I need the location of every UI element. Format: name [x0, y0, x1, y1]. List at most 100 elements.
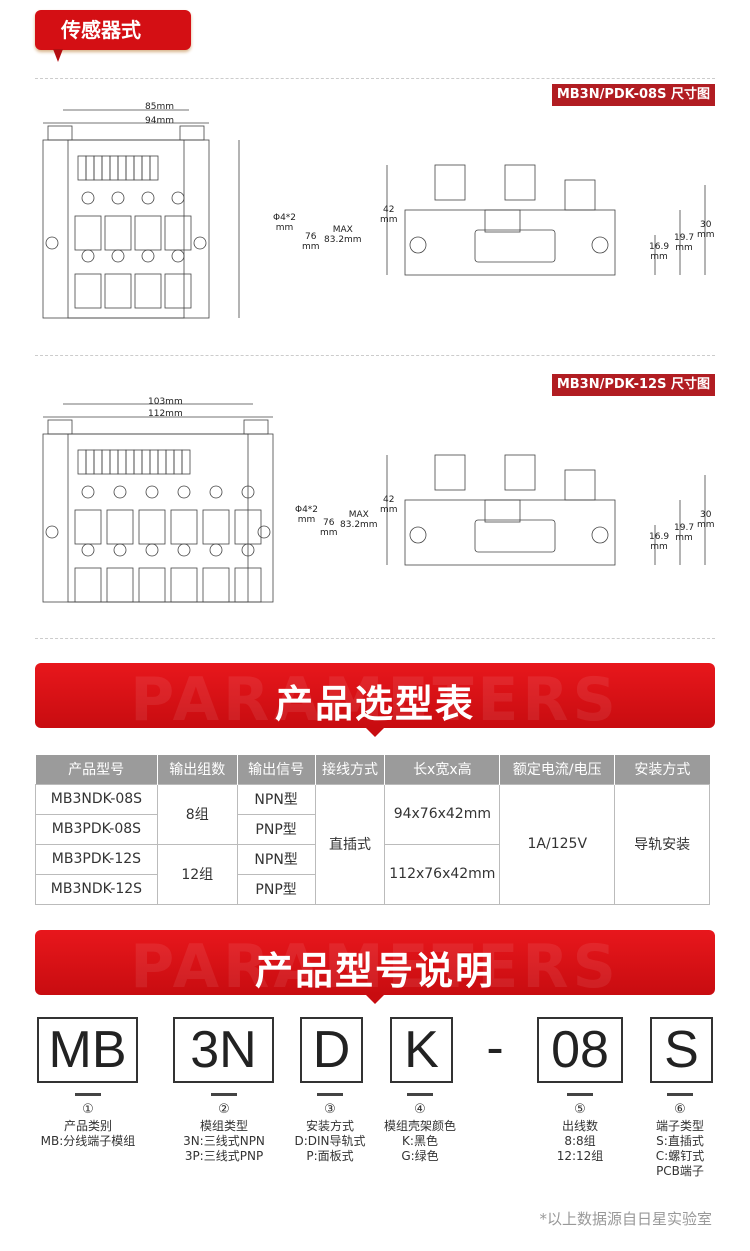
module-body [67, 139, 185, 319]
terminal-pin [125, 155, 135, 181]
code-part-mb: MB [37, 1017, 138, 1083]
front-view-drawing [42, 403, 274, 603]
legend-bar [317, 1093, 343, 1096]
terminal-pin [165, 449, 175, 475]
indicator-led [171, 249, 185, 263]
sensor-socket [74, 509, 102, 545]
unit-label: mm [697, 230, 715, 240]
side-h197-value: 19.7 [674, 523, 695, 533]
terminal-pin [101, 449, 111, 475]
sensor-socket [74, 273, 102, 309]
legend-number: ③ [324, 1102, 336, 1117]
sensor-socket [134, 273, 162, 309]
sensor-socket [104, 215, 132, 251]
side-height-value: 42 [383, 495, 395, 505]
legend-bar [75, 1093, 101, 1096]
unit-label: mm [675, 243, 693, 253]
indicator-led [81, 191, 95, 205]
mount-hole [45, 236, 59, 250]
terminal-pin [141, 449, 151, 475]
legend-line: PCB端子 [656, 1164, 704, 1178]
size-cell: 94x76x42mm [384, 783, 501, 845]
side-view-drawing [386, 454, 706, 566]
sensor-socket [138, 509, 166, 545]
sensor-socket [202, 567, 230, 603]
legend-line: S:直插式 [656, 1134, 704, 1148]
hole-value: Φ4*2 [273, 213, 297, 223]
model-cell: MB3PDK-08S [35, 813, 158, 845]
model-cell: MB3PDK-12S [35, 843, 158, 875]
signal-cell: PNP型 [236, 873, 316, 905]
terminal-pin [125, 449, 135, 475]
height-unit: mm [320, 528, 338, 538]
signal-cell: PNP型 [236, 813, 316, 845]
max-label: MAX [348, 510, 369, 520]
header-cell: 额定电流/电压 [499, 755, 616, 784]
side-boss [484, 209, 521, 233]
mount-hole [45, 525, 59, 539]
legend-bar [667, 1093, 693, 1096]
legend-line: G:绿色 [401, 1149, 439, 1163]
side-h169-value: 16.9 [649, 532, 670, 542]
rating-cell: 1A/125V [499, 783, 616, 905]
table-row: MB3PDK-08S PNP型 [35, 813, 710, 845]
terminal-pin [85, 155, 95, 181]
indicator-led [177, 485, 191, 499]
indicator-led [145, 485, 159, 499]
mounting-cell: 导轨安装 [614, 783, 710, 905]
hole-value: Φ4*2 [295, 505, 319, 515]
signal-cell: NPN型 [236, 783, 316, 815]
indicator-led [81, 485, 95, 499]
terminal-pin [85, 449, 95, 475]
legend-number: ④ [414, 1102, 426, 1117]
height-value: 76 [323, 518, 335, 528]
unit-label: mm [650, 252, 668, 262]
terminal-pin [93, 155, 103, 181]
terminal-pin [117, 155, 127, 181]
legend-title: 出线数 [561, 1119, 598, 1133]
side-window [474, 229, 556, 263]
sensor-socket [164, 273, 192, 309]
terminal-pin [77, 155, 87, 181]
hole-unit: mm [297, 515, 316, 525]
groups-cell: 12组 [156, 843, 238, 905]
side-hole [409, 236, 427, 254]
sensor-socket [202, 509, 230, 545]
legend-title: 端子类型 [655, 1119, 704, 1133]
code-separator: - [486, 1019, 504, 1077]
max-height-value: 83.2mm [340, 520, 378, 530]
unit-label: mm [380, 505, 398, 515]
legend-line: 8:8组 [564, 1134, 596, 1148]
model-cell: MB3NDK-12S [35, 873, 158, 905]
legend-line: 3P:三线式PNP [184, 1149, 264, 1163]
indicator-led [111, 191, 125, 205]
legend-line: C:螺钉式 [655, 1149, 705, 1163]
banner-watermark: PARAMETERS [130, 665, 620, 728]
sensor-socket [170, 509, 198, 545]
connector [434, 164, 466, 201]
legend-number: ⑥ [674, 1102, 686, 1117]
height-value: 76 [305, 232, 317, 242]
terminal-pin [133, 155, 143, 181]
unit-label: mm [650, 542, 668, 552]
banner-pointer [366, 728, 384, 737]
legend-line: 3N:三线式NPN [183, 1134, 265, 1148]
header-cell: 输出组数 [157, 755, 238, 784]
outer-width-label: 94mm [145, 116, 174, 126]
table-row: MB3NDK-08S 8组 NPN型 直插式 94x76x42mm 1A/125… [35, 783, 710, 905]
side-hole [591, 526, 609, 544]
rail-clip [243, 419, 269, 435]
dimension-drawing-title: MB3N/PDK-12S 尺寸图 [551, 374, 715, 396]
indicator-led [111, 249, 125, 263]
terminal-pin [101, 155, 111, 181]
